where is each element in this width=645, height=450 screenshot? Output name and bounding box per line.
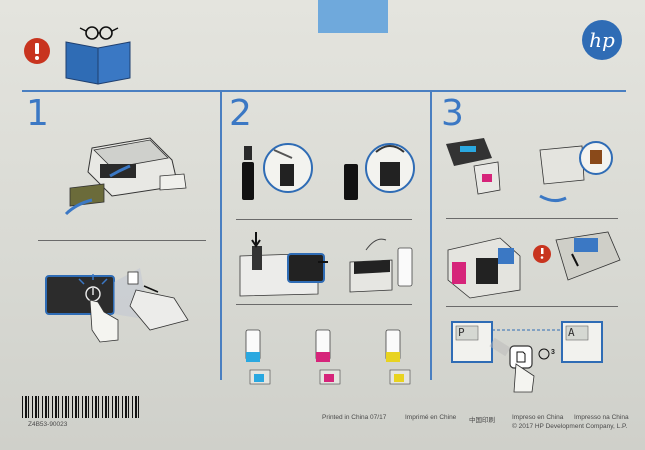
power-button-icon: [46, 268, 188, 342]
divider-2: [430, 92, 432, 380]
printer-open-icon: [66, 138, 186, 214]
step-number-1: 1: [26, 96, 49, 132]
control-panel-icon: [452, 322, 602, 392]
printed-es: Impreso en China: [512, 414, 563, 421]
separator-3b: [446, 306, 618, 307]
color-bottles-icon: [246, 330, 410, 384]
display-right: A: [568, 326, 575, 339]
printed-pt: Impresso na China: [574, 414, 629, 421]
divider-1: [220, 92, 222, 380]
warning-icon: [24, 38, 50, 64]
fill-tank-icon: [240, 232, 412, 296]
printhead-install-icon: [446, 138, 612, 201]
hp-logo: hp: [582, 20, 622, 60]
display-left: P: [458, 326, 465, 339]
barcode: [22, 396, 140, 418]
top-rule: [22, 90, 626, 92]
printed-fr: Imprimé en Chine: [405, 414, 456, 421]
barcode-id: Z4B53-90023: [28, 421, 67, 428]
separator-1: [38, 240, 206, 241]
timer-label: 3: [551, 349, 555, 356]
step-number-3: 3: [441, 96, 464, 132]
close-latch-icon: [448, 232, 620, 298]
hp-logo-text: hp: [589, 28, 615, 52]
step-number-2: 2: [229, 96, 252, 132]
separator-3a: [446, 218, 618, 219]
top-tab: [318, 0, 388, 33]
ink-bottle-open-icon: [242, 144, 414, 200]
separator-2a: [236, 219, 412, 220]
printed-en: Printed in China 07/17: [322, 414, 386, 421]
separator-2b: [236, 304, 412, 305]
copyright: © 2017 HP Development Company, L.P.: [512, 423, 627, 430]
printed-zh: 中国印刷: [469, 414, 495, 424]
